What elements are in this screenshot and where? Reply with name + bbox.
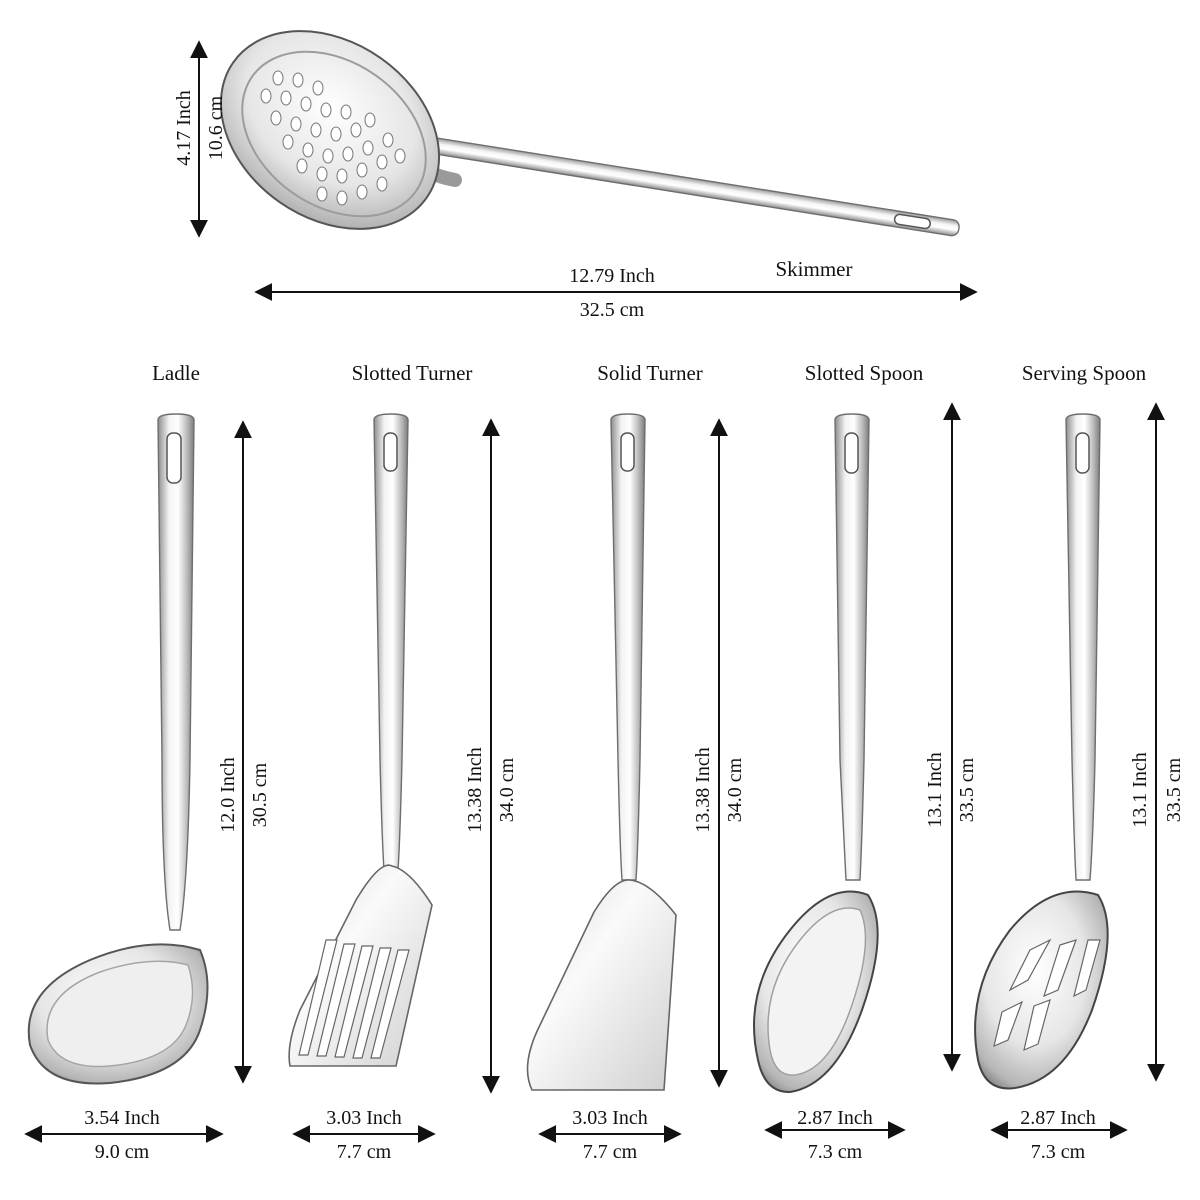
- solid-turner-width-inch: 3.03 Inch: [572, 1107, 648, 1129]
- ladle-width-inch: 3.54 Inch: [84, 1107, 160, 1129]
- solid-turner-width-cm: 7.7 cm: [583, 1141, 638, 1163]
- skimmer-drawing: [219, 30, 960, 237]
- solid-turner-height-inch: 13.38 Inch: [692, 747, 714, 833]
- slotted-turner-width-inch: 3.03 Inch: [326, 1107, 402, 1129]
- serving-spoon-height-cm: 33.5 cm: [1163, 757, 1185, 822]
- skimmer-length-cm: 32.5 cm: [580, 299, 645, 321]
- ladle-height-inch: 12.0 Inch: [217, 757, 239, 833]
- serving-spoon-width-inch: 2.87 Inch: [1020, 1107, 1096, 1129]
- skimmer-length-inch: 12.79 Inch: [569, 265, 655, 287]
- serving-spoon-title: Serving Spoon: [1022, 361, 1147, 385]
- slotted-turner-drawing: [288, 413, 433, 1067]
- serving-spoon-drawing: [974, 413, 1109, 1090]
- slotted-spoon-title: Slotted Spoon: [805, 361, 924, 385]
- slotted-turner-width-cm: 7.7 cm: [337, 1141, 392, 1163]
- slotted-spoon-width-cm: 7.3 cm: [808, 1141, 863, 1163]
- ladle-drawing: [27, 413, 209, 1085]
- solid-turner-drawing: [526, 413, 677, 1091]
- slotted-spoon-height-inch: 13.1 Inch: [924, 752, 946, 828]
- slotted-turner-title: Slotted Turner: [352, 361, 473, 385]
- skimmer-title: Skimmer: [776, 257, 853, 281]
- skimmer-width-inch: 4.17 Inch: [173, 90, 195, 166]
- slotted-turner-height-inch: 13.38 Inch: [464, 747, 486, 833]
- ladle-height-cm: 30.5 cm: [249, 762, 271, 827]
- solid-turner-title: Solid Turner: [597, 361, 703, 385]
- serving-spoon-width-cm: 7.3 cm: [1031, 1141, 1086, 1163]
- skimmer-width-cm: 10.6 cm: [205, 95, 227, 160]
- slotted-spoon-width-inch: 2.87 Inch: [797, 1107, 873, 1129]
- serving-spoon-height-inch: 13.1 Inch: [1129, 752, 1151, 828]
- solid-turner-height-cm: 34.0 cm: [724, 757, 746, 822]
- slotted-turner-height-cm: 34.0 cm: [496, 757, 518, 822]
- ladle-width-cm: 9.0 cm: [95, 1141, 150, 1163]
- slotted-spoon-drawing: [753, 413, 879, 1094]
- ladle-title: Ladle: [152, 361, 200, 385]
- slotted-spoon-height-cm: 33.5 cm: [956, 757, 978, 822]
